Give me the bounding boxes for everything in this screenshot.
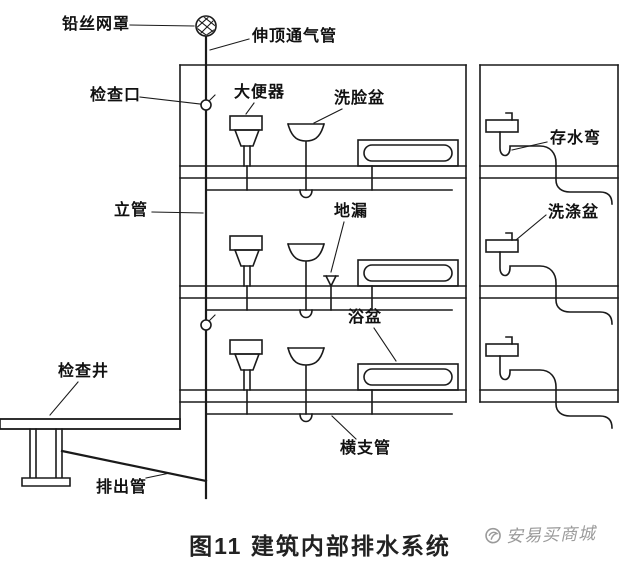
label-inspection-port: 检查口 <box>90 87 142 104</box>
ground-line <box>0 418 181 430</box>
leader-lines <box>49 24 548 479</box>
inspection-port-upper <box>200 94 216 111</box>
figure-caption: 图11 建筑内部排水系统 <box>189 533 451 559</box>
label-toilet: 大便器 <box>234 84 286 101</box>
label-discharge-pipe: 排出管 <box>96 479 148 496</box>
mesh-cap-hatching <box>197 17 215 35</box>
label-bathtub: 浴盆 <box>348 309 383 326</box>
label-water-trap: 存水弯 <box>550 130 602 147</box>
sink-unit-floor1 <box>485 112 613 205</box>
inspection-port-lower <box>200 314 216 331</box>
ground-hatch <box>0 418 181 430</box>
floor-slab-2 <box>179 285 619 299</box>
floor-slab-1 <box>179 165 619 179</box>
label-washbasin: 洗脸盆 <box>334 90 386 107</box>
label-sink: 洗涤盆 <box>548 204 600 221</box>
watermark: 安易买商城 <box>484 519 597 548</box>
fixture-row-floor1 <box>205 115 459 199</box>
inspection-well-symbol <box>21 428 71 487</box>
label-inspection-well: 检查井 <box>58 363 110 380</box>
sink-unit-floor3 <box>485 336 613 429</box>
discharge-pipe-line <box>60 449 208 483</box>
label-branch-pipe: 横支管 <box>340 440 392 457</box>
floor-drain-symbol <box>323 274 339 311</box>
label-vent-pipe: 伸顶通气管 <box>252 28 338 45</box>
floor-slab-3 <box>179 389 619 403</box>
sink-unit-floor2 <box>485 232 613 325</box>
inner-wall <box>465 64 481 403</box>
label-floor-drain: 地漏 <box>334 203 369 220</box>
watermark-logo-icon <box>485 527 501 543</box>
fixture-row-floor3 <box>205 339 459 423</box>
watermark-text: 安易买商城 <box>505 524 597 547</box>
label-mesh-cover: 铅丝网罩 <box>62 16 131 33</box>
label-riser: 立管 <box>114 202 149 219</box>
